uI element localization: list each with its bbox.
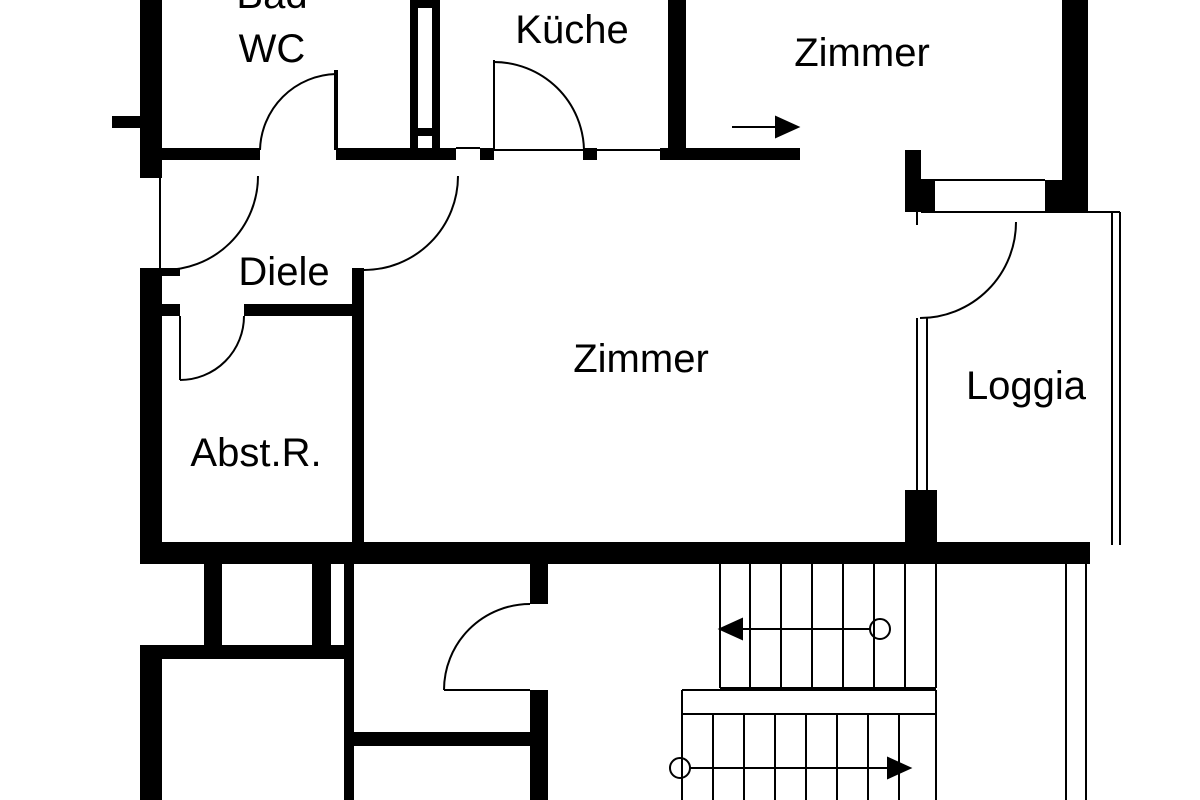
wall-zimmer-top-bottom bbox=[660, 148, 800, 160]
shaft-left bbox=[410, 0, 418, 150]
label-zimmer-top: Zimmer bbox=[794, 31, 930, 75]
wall-lower-horizontal bbox=[140, 645, 354, 659]
label-zimmer-main: Zimmer bbox=[573, 337, 709, 381]
walls bbox=[112, 0, 1090, 800]
wall-left-lower bbox=[140, 270, 162, 562]
bad-door-arc bbox=[259, 73, 337, 151]
arrow-stair-lower-head bbox=[887, 756, 913, 780]
stair-start-circle-lower bbox=[669, 757, 691, 779]
wall-lower-b bbox=[312, 562, 330, 650]
wall-bad-bottom-left bbox=[140, 148, 260, 160]
wall-kitchen-door-jamb bbox=[583, 148, 597, 160]
wall-lower-a bbox=[204, 562, 222, 650]
wall-main-horizontal bbox=[140, 542, 1090, 564]
diele-door-arc bbox=[161, 175, 259, 272]
wall-diele-bottom-left bbox=[140, 268, 180, 276]
wall-stair-door-top bbox=[530, 562, 548, 604]
pillar-upper-base bbox=[905, 180, 935, 212]
wall-right-corner bbox=[1045, 180, 1088, 212]
shaft-bottom bbox=[410, 128, 440, 136]
label-abstellraum: Abst.R. bbox=[190, 431, 321, 475]
wall-kitchen-bottom-left bbox=[480, 148, 494, 160]
door-arcs bbox=[161, 61, 1017, 691]
wall-diele-zimmer bbox=[352, 270, 364, 562]
wall-abst-top-right bbox=[244, 304, 364, 316]
wall-left-bottom bbox=[140, 650, 162, 800]
arrow-stair-upper-head bbox=[717, 617, 743, 641]
wall-bad-bottom-right bbox=[336, 148, 456, 160]
label-wc: WC bbox=[239, 27, 306, 71]
label-kueche: Küche bbox=[515, 8, 628, 52]
wall-lower-horizontal-2 bbox=[354, 732, 548, 746]
thin-lines bbox=[159, 60, 1121, 800]
wall-left-upper bbox=[140, 0, 162, 178]
room-labels: Bad WC Küche Zimmer Diele Zimmer Abst.R.… bbox=[190, 0, 1086, 475]
arrows bbox=[717, 115, 913, 780]
wall-kitchen-right bbox=[668, 0, 686, 160]
loggia-door-arc bbox=[919, 221, 1017, 319]
wall-right-upper bbox=[1062, 0, 1088, 212]
label-diele: Diele bbox=[238, 250, 329, 294]
arrow-zimmer-head bbox=[775, 115, 801, 139]
wall-abst-top-left bbox=[140, 304, 180, 316]
wall-stair-door-bottom bbox=[530, 690, 548, 800]
stair-door-arc bbox=[443, 603, 531, 691]
label-loggia: Loggia bbox=[966, 364, 1087, 408]
stair-start-circle-upper bbox=[869, 618, 891, 640]
wall-lower-c bbox=[344, 562, 354, 800]
kitchen-door-arc bbox=[493, 61, 585, 151]
abst-door-arc bbox=[179, 315, 245, 381]
label-bad: Bad bbox=[236, 0, 307, 17]
zimmer-door-arc bbox=[363, 175, 459, 271]
wall-stub-left bbox=[112, 116, 142, 128]
staircase bbox=[669, 564, 937, 800]
shaft-right bbox=[432, 0, 440, 150]
shaft-top bbox=[410, 0, 440, 8]
